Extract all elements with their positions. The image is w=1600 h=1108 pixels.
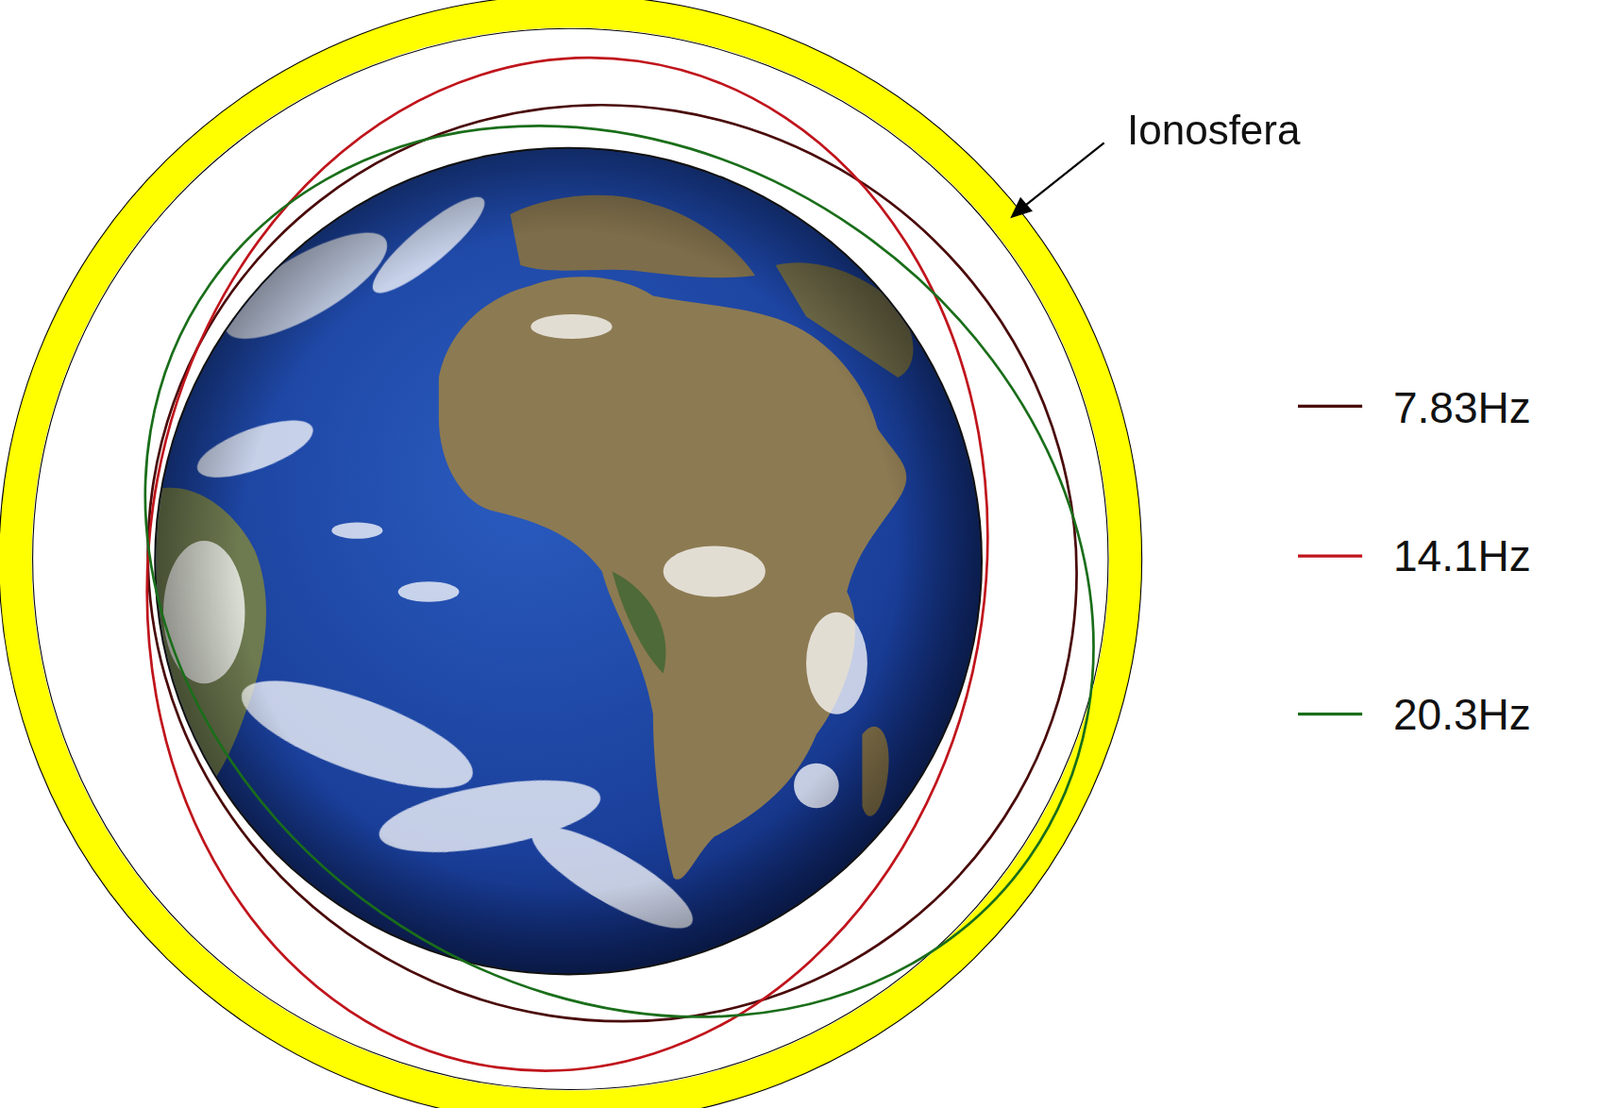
resonance-modes bbox=[0, 0, 1268, 1108]
legend-text: 14.1Hz bbox=[1393, 532, 1532, 581]
pointer-arrow bbox=[1010, 142, 1104, 219]
earth-globe bbox=[142, 147, 983, 977]
legend-text: 20.3Hz bbox=[1393, 690, 1532, 740]
legend-lines bbox=[1297, 405, 1363, 714]
ionosphere-ring bbox=[0, 0, 1143, 1108]
legend-text: 7.83Hz bbox=[1393, 384, 1532, 433]
region-label: Ionosfera bbox=[1127, 107, 1300, 153]
